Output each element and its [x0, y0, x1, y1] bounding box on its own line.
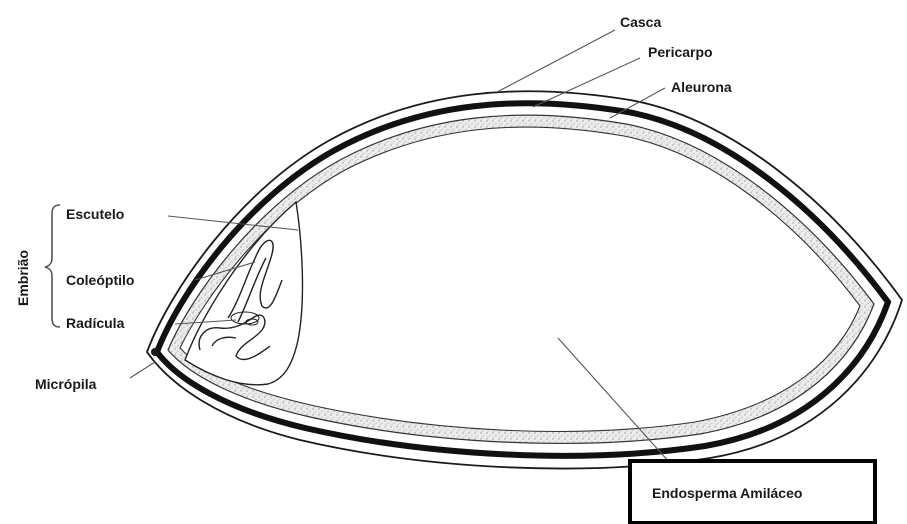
label-pericarpo: Pericarpo [648, 44, 713, 60]
label-micropila: Micrópila [35, 376, 97, 392]
label-coleoptilo: Coleóptilo [66, 272, 134, 288]
label-endosperma: Endosperma Amiláceo [652, 485, 802, 501]
casca-leader [497, 30, 615, 92]
micropila-point [151, 348, 159, 356]
label-casca: Casca [620, 14, 661, 30]
label-embriao: Embrião [15, 250, 31, 306]
label-aleurona: Aleurona [671, 79, 732, 95]
embriao-brace [45, 205, 60, 327]
micropila-leader [130, 362, 155, 378]
label-radicula: Radícula [66, 315, 125, 331]
label-escutelo: Escutelo [66, 206, 124, 222]
